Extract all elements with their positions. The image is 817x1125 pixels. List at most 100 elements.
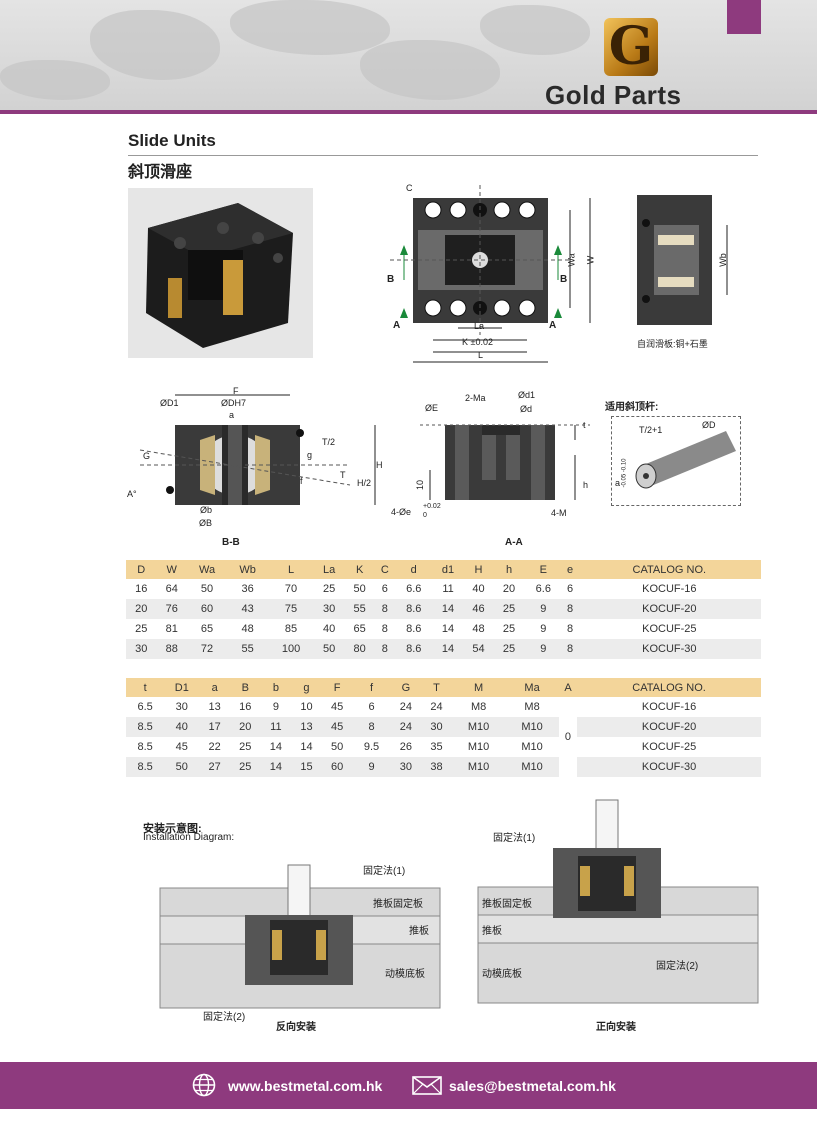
table-cell: 72: [187, 639, 228, 659]
table1-header-cell: h: [493, 560, 525, 579]
dim-wb: Wb: [717, 253, 728, 267]
table-cell: M10: [451, 737, 506, 757]
table-cell: 25: [493, 639, 525, 659]
table-cell: M10: [505, 717, 559, 737]
table-cell: 11: [260, 717, 292, 737]
dim-k: K ±0.02: [462, 337, 493, 347]
table-cell: M8: [505, 697, 559, 717]
installation-right-drawing: [477, 799, 759, 1004]
table1-header-cell: W: [156, 560, 187, 579]
table-cell: 88: [156, 639, 187, 659]
table-cell: 50: [313, 639, 345, 659]
table-cell: 10: [291, 697, 322, 717]
table-cell: 30: [164, 697, 200, 717]
table2-header-cell: b: [260, 678, 292, 697]
table1-header-cell: H: [463, 560, 494, 579]
table-cell: 6.6: [524, 579, 563, 599]
table-cell: 8: [374, 599, 395, 619]
table-cell: 85: [268, 619, 314, 639]
dim-t: T: [340, 470, 346, 480]
table-cell: 6.6: [394, 579, 433, 599]
email-link[interactable]: sales@bestmetal.com.hk: [449, 1078, 616, 1094]
page-footer: [0, 1062, 817, 1109]
table-cell: KOCUF-25: [577, 737, 761, 757]
table-cell: 24: [390, 697, 422, 717]
pin-diagram-frame: [611, 416, 741, 506]
section-bb-drawing: [139, 394, 376, 505]
table-cell: 38: [421, 757, 452, 777]
pin-title: 适用斜顶杆:: [605, 402, 659, 413]
table1-header-cell: C: [374, 560, 395, 579]
table-cell: 22: [199, 737, 230, 757]
table-cell: 45: [164, 737, 200, 757]
left-plate2-label: 推板: [409, 926, 429, 937]
table-cell: 14: [432, 599, 464, 619]
installation-title-en: Installation Diagram:: [143, 832, 235, 843]
table-cell: 60: [187, 599, 228, 619]
dim-f-small: f: [300, 476, 303, 486]
table1-header-cell: E: [524, 560, 563, 579]
table-cell: 30: [421, 717, 452, 737]
dim-oe: ØE: [425, 403, 439, 413]
website-link[interactable]: www.bestmetal.com.hk: [228, 1078, 383, 1094]
dim-la: La: [474, 321, 485, 331]
table-cell: 25: [313, 579, 345, 599]
dim-h-small: h: [583, 480, 589, 490]
lubrication-note: 自润滑板:铜+石墨: [637, 339, 708, 349]
table-cell: 30: [390, 757, 422, 777]
table-cell: 36: [227, 579, 269, 599]
table-cell: 9: [524, 599, 563, 619]
table2-header-cell: t: [126, 678, 165, 697]
dim-ob-large: ØB: [199, 518, 213, 528]
header-accent-bar: [0, 110, 817, 114]
right-caption: 正向安装: [596, 1022, 636, 1033]
dim-pin-tol: -0.05 -0.10: [621, 458, 628, 488]
left-plate3-label: 动模底板: [385, 969, 425, 980]
section-marker-b-right: B: [560, 274, 568, 285]
dim-odh7: ØDH7: [221, 398, 247, 408]
table-cell: 14: [260, 737, 292, 757]
table-cell: 25: [493, 619, 525, 639]
table2-header-cell: a: [199, 678, 230, 697]
table-cell: 40: [164, 717, 200, 737]
table-cell: 45: [321, 717, 353, 737]
table-cell: 65: [187, 619, 228, 639]
table-cell: 15: [291, 757, 322, 777]
table-cell: 25: [229, 737, 261, 757]
table-cell: 80: [344, 639, 375, 659]
table-cell: 50: [164, 757, 200, 777]
table-cell: 25: [126, 619, 157, 639]
table-cell: KOCUF-25: [577, 619, 761, 639]
table-cell: M10: [451, 717, 506, 737]
logo-icon: G: [604, 18, 658, 76]
dim-t-small: t: [583, 420, 586, 430]
table-cell: 35: [421, 737, 452, 757]
dim-10: 10: [415, 479, 426, 491]
installation-left-drawing: [159, 864, 441, 1009]
left-caption: 反向安装: [276, 1022, 316, 1033]
dim-pin-a: a: [615, 478, 621, 488]
table-cell: 54: [463, 639, 494, 659]
right-plate1-label: 推板固定板: [482, 899, 532, 910]
dim-od1-aa: Ød1: [518, 390, 536, 400]
table-cell: 100: [268, 639, 314, 659]
dim-l: L: [478, 350, 484, 360]
table2-header-cell: M: [451, 678, 506, 697]
table-cell: KOCUF-20: [577, 717, 761, 737]
left-fix1-label: 固定法(1): [363, 866, 406, 877]
table2-header-cell: B: [229, 678, 261, 697]
table-cell: 50: [187, 579, 228, 599]
product-photo: [128, 188, 313, 358]
table2-header-cell: CATALOG NO.: [577, 678, 761, 697]
table-cell: 8.5: [126, 757, 165, 777]
table-cell: KOCUF-16: [577, 579, 761, 599]
brand-name: Gold Parts: [545, 80, 682, 110]
table-cell: KOCUF-16: [577, 697, 761, 717]
